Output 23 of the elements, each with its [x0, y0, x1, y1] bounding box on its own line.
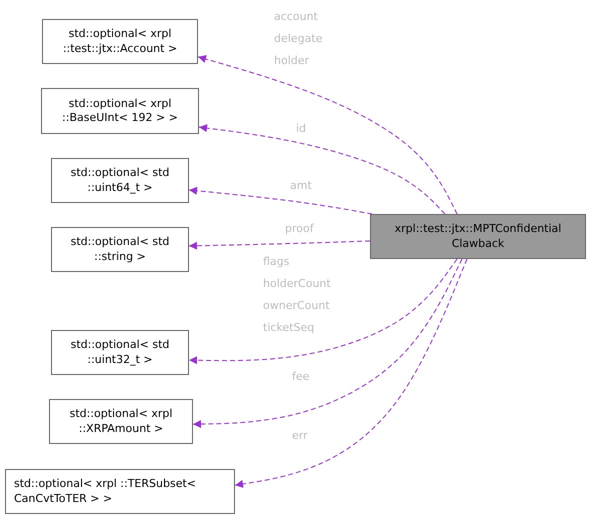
type-box [51, 227, 189, 272]
dashed-arrow [192, 258, 463, 428]
type-box [51, 330, 189, 375]
dashed-arrow [198, 124, 446, 214]
type-name: std::optional< xrpl ::BaseUInt< 192 > > [61, 96, 179, 126]
type-box [49, 399, 193, 444]
type-name: std::optional< std ::uint64_t > [70, 166, 170, 195]
type-name: std::optional< std ::string > [70, 235, 170, 264]
type-name: std::optional< xrpl ::XRPAmount > [68, 407, 174, 436]
type-name: std::optional< std ::uint32_t > [70, 338, 170, 367]
type-name: xrpl::test::jtx::MPTConfidential Clawback [394, 222, 562, 251]
dashed-arrow [234, 258, 468, 488]
type-box [51, 158, 189, 203]
dashed-arrow [188, 240, 370, 250]
type-name: std::optional< xrpl ::TERSubset< CanCvtToTER > > [14, 477, 197, 506]
type-name: std::optional< xrpl ::test::jtx::Account > [62, 27, 178, 56]
type-box [41, 88, 199, 134]
dashed-arrow [188, 186, 373, 214]
dashed-arrow [188, 258, 458, 364]
type-box [5, 469, 235, 514]
dashed-arrow [198, 55, 458, 214]
type-box [42, 19, 198, 64]
class-box [370, 214, 586, 259]
